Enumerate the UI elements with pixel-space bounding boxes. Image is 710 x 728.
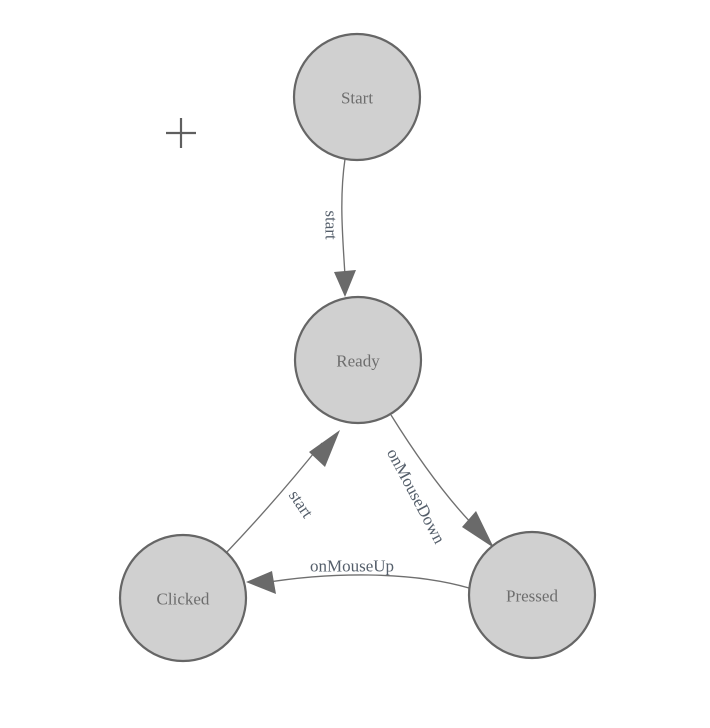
edge-pressed-to-clicked-arrowhead: [246, 571, 276, 594]
node-ready-circle: [293, 295, 423, 425]
node-pressed-circle: [467, 530, 597, 660]
node-ready[interactable]: Ready: [293, 295, 423, 425]
edge-label-ready-to-pressed: onMouseDown: [383, 445, 449, 547]
node-clicked-label: Clicked: [157, 590, 210, 609]
node-ready-label: Ready: [336, 352, 380, 371]
edge-ready-to-pressed[interactable]: onMouseDown: [383, 414, 494, 548]
edge-ready-to-pressed-arrowhead: [462, 511, 494, 548]
node-pressed[interactable]: Pressed: [467, 530, 597, 660]
node-start[interactable]: Start: [292, 32, 422, 162]
edge-clicked-to-ready[interactable]: start: [225, 430, 340, 554]
edge-start-to-ready-path: [341, 158, 346, 277]
edge-label-start-to-ready: start: [322, 210, 341, 240]
edge-start-to-ready-arrowhead: [334, 270, 356, 297]
node-clicked[interactable]: Clicked: [118, 533, 248, 663]
edge-pressed-to-clicked-path: [262, 574, 470, 589]
edge-start-to-ready[interactable]: start: [322, 158, 357, 297]
edge-clicked-to-ready-arrowhead: [309, 430, 340, 467]
edge-label-pressed-to-clicked: onMouseUp: [310, 557, 394, 576]
node-start-label: Start: [341, 89, 373, 108]
crosshair-icon: [166, 118, 196, 148]
edge-label-clicked-to-ready: start: [285, 487, 317, 522]
edge-pressed-to-clicked[interactable]: onMouseUp: [246, 557, 470, 595]
node-clicked-circle: [118, 533, 248, 663]
node-start-circle: [292, 32, 422, 162]
node-pressed-label: Pressed: [506, 587, 558, 606]
